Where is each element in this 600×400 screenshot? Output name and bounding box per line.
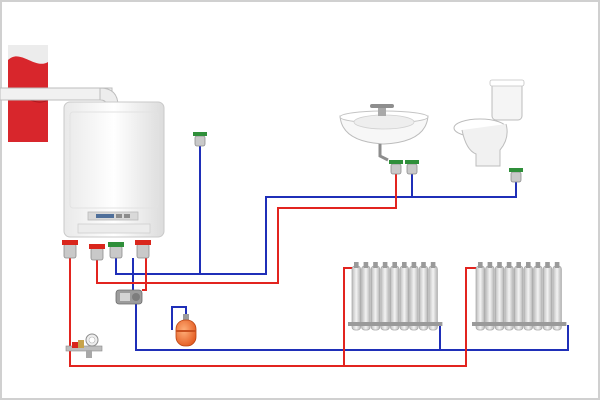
radiator-section-top (487, 262, 493, 268)
boiler-valve-4 (135, 240, 151, 259)
radiator-section (542, 265, 553, 331)
radiator-section (523, 265, 533, 331)
radiator-section-top (430, 262, 436, 268)
radiator-section-top (392, 262, 397, 268)
radiator-section (552, 265, 562, 331)
cold-supply-line (115, 180, 517, 275)
boiler-valve-1 (62, 240, 78, 259)
toilet (453, 79, 525, 167)
radiator-section (494, 265, 505, 331)
radiator-section-top (478, 262, 483, 268)
radiator-section-top (373, 262, 378, 268)
radiator-section (370, 265, 381, 331)
radiator-section-top (535, 262, 541, 268)
radiator-section (428, 265, 438, 331)
boiler-return-short (142, 258, 147, 291)
boiler-valve-2 (89, 244, 105, 261)
radiator-section-top (363, 262, 369, 268)
radiator-section-top (411, 262, 417, 268)
hot-water-line (96, 172, 397, 284)
hot-pipes (69, 172, 476, 367)
radiator-section (399, 265, 409, 331)
radiator-section-top (382, 262, 388, 268)
circulation-pump (115, 289, 143, 305)
radiator-right (472, 262, 567, 331)
radiator-section-top (402, 262, 407, 268)
wash-basin (339, 104, 429, 162)
radiator-bottom-manifold (348, 322, 443, 326)
toilet-valve (509, 168, 523, 183)
radiator-section-top (526, 262, 531, 268)
radiator-left (348, 262, 443, 331)
radiator-section (409, 265, 419, 331)
radiator-section-top (497, 262, 502, 268)
radiator-section-top (545, 262, 550, 268)
radiator-section (533, 265, 543, 331)
safety-group (65, 333, 103, 358)
heating-supply-line (69, 258, 476, 367)
wall-boiler (63, 101, 165, 238)
radiator-section (514, 265, 524, 331)
radiator-section (351, 265, 361, 331)
radiator-section (418, 265, 429, 331)
boiler-valve-3 (108, 242, 124, 259)
radiator-bottom-manifold (472, 322, 567, 326)
radiator-section (390, 265, 400, 331)
sink-valve-hot (389, 160, 403, 175)
tank-connection (171, 306, 187, 330)
radiator-section-top (421, 262, 426, 268)
radiator-section-top (354, 262, 359, 268)
return-line-right (440, 325, 569, 351)
radiator-section (361, 265, 371, 331)
radiator-section-top (554, 262, 560, 268)
radiator-section-top (506, 262, 512, 268)
expansion-tank (175, 314, 197, 347)
radiator-section (475, 265, 485, 331)
radiator-section (380, 265, 390, 331)
riser-valve (193, 132, 207, 147)
sink-valve-cold (405, 160, 419, 175)
radiator-section (504, 265, 514, 331)
radiator-section (485, 265, 495, 331)
radiator-left-supply (343, 267, 354, 366)
radiator-section-top (516, 262, 521, 268)
